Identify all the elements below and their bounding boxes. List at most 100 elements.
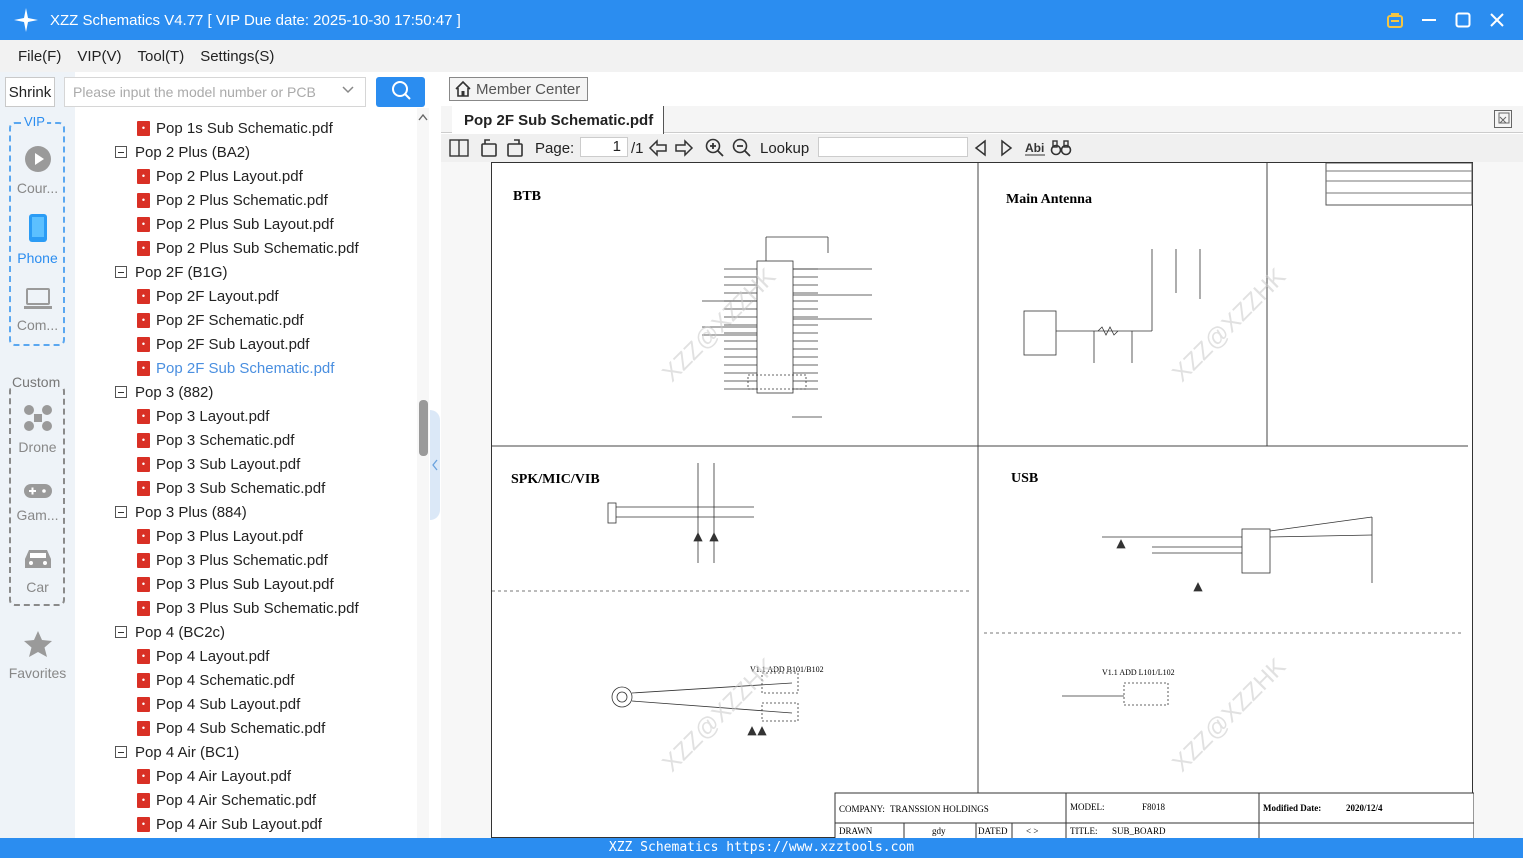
- tree-file[interactable]: •Pop 2F Sub Schematic.pdf: [137, 356, 334, 380]
- minimize-button[interactable]: [1417, 8, 1441, 32]
- tree-file[interactable]: •Pop 4 Sub Layout.pdf: [137, 692, 300, 716]
- menu-file[interactable]: File(F): [18, 47, 62, 65]
- tree-file[interactable]: •Pop 2 Plus Schematic.pdf: [137, 188, 328, 212]
- sidebar-item-computer[interactable]: Com...: [0, 288, 75, 333]
- close-tabs-icon[interactable]: [1494, 110, 1512, 128]
- maximize-button[interactable]: [1451, 8, 1475, 32]
- tree-file[interactable]: •Pop 4 Air Layout.pdf: [137, 764, 291, 788]
- tree-file[interactable]: •Pop 2 Plus Sub Layout.pdf: [137, 212, 334, 236]
- menu-vip[interactable]: VIP(V): [77, 47, 122, 65]
- tree-item-label: Pop 3 Layout.pdf: [156, 407, 270, 425]
- tree-group[interactable]: Pop 2F (B1G): [115, 260, 228, 284]
- pdf-file-icon: •: [137, 240, 150, 256]
- search-button[interactable]: [376, 77, 425, 107]
- tree-group[interactable]: Pop 3 (882): [115, 380, 213, 404]
- tree-file[interactable]: •Pop 2F Schematic.pdf: [137, 308, 304, 332]
- usb-drawing: [1102, 516, 1373, 592]
- tree-file[interactable]: •Pop 3 Sub Layout.pdf: [137, 452, 300, 476]
- tree-file[interactable]: •Pop 2F Layout.pdf: [137, 284, 279, 308]
- pdf-file-icon: •: [137, 192, 150, 208]
- pdf-file-icon: •: [137, 720, 150, 736]
- title-label: TITLE:: [1070, 826, 1098, 836]
- tree-file[interactable]: •Pop 1s Sub Schematic.pdf: [137, 116, 333, 140]
- tree-file[interactable]: •Pop 3 Plus Sub Layout.pdf: [137, 572, 334, 596]
- find-all-icon[interactable]: [1050, 137, 1072, 159]
- tree-file[interactable]: •Pop 3 Sub Schematic.pdf: [137, 476, 325, 500]
- scroll-up-icon[interactable]: [418, 112, 428, 124]
- sidebar-item-drone[interactable]: Drone: [0, 404, 75, 455]
- tree-file[interactable]: •Pop 2 Plus Layout.pdf: [137, 164, 303, 188]
- tree-file[interactable]: •Pop 4 Air Sub Layout.pdf: [137, 812, 322, 836]
- vip-bag-icon[interactable]: [1383, 8, 1407, 32]
- pdf-file-icon: •: [137, 552, 150, 568]
- tree-group[interactable]: Pop 3 Plus (884): [115, 500, 247, 524]
- svg-text:Abi: Abi: [1025, 141, 1044, 155]
- tree-file[interactable]: •Pop 3 Plus Schematic.pdf: [137, 548, 328, 572]
- collapse-panel-handle[interactable]: [430, 410, 440, 520]
- collapse-icon[interactable]: [115, 386, 127, 398]
- collapse-icon[interactable]: [115, 746, 127, 758]
- page-label: Page:: [535, 139, 575, 157]
- star-icon: [0, 630, 75, 661]
- sidebar-item-phone[interactable]: Phone: [0, 213, 75, 266]
- match-case-icon[interactable]: Abi: [1024, 137, 1046, 159]
- tree-file[interactable]: •Pop 3 Plus Sub Schematic.pdf: [137, 596, 359, 620]
- next-page-icon[interactable]: [674, 137, 694, 159]
- gamepad-icon: [0, 482, 75, 503]
- page-total: /1: [631, 139, 644, 157]
- search-placeholder: Please input the model number or PCB: [73, 84, 316, 100]
- sidebar-item-label: Drone: [18, 439, 57, 455]
- find-prev-icon[interactable]: [973, 137, 989, 159]
- prev-page-icon[interactable]: [648, 137, 668, 159]
- tree-file[interactable]: •Pop 2F Sub Layout.pdf: [137, 332, 309, 356]
- speaker-drawing: [607, 463, 754, 563]
- find-next-icon[interactable]: [998, 137, 1014, 159]
- sidebar-item-games[interactable]: Gam...: [0, 482, 75, 523]
- collapse-icon[interactable]: [115, 506, 127, 518]
- tab-document[interactable]: Pop 2F Sub Schematic.pdf: [452, 106, 664, 134]
- tree-file[interactable]: •Pop 2 Plus Sub Schematic.pdf: [137, 236, 359, 260]
- page-number-input[interactable]: 1: [580, 137, 628, 157]
- tree-file[interactable]: •Pop 4 Air Schematic.pdf: [137, 788, 316, 812]
- sidebar-item-courses[interactable]: Cour...: [0, 145, 75, 196]
- tree-item-label: Pop 2F Schematic.pdf: [156, 311, 304, 329]
- usb-filter-drawing: [1062, 682, 1169, 706]
- sidebar-toggle-icon[interactable]: [449, 137, 469, 159]
- sidebar-item-car[interactable]: Car: [0, 546, 75, 595]
- rotate-right-icon[interactable]: [505, 137, 525, 159]
- menu-settings[interactable]: Settings(S): [200, 47, 275, 65]
- rotate-left-icon[interactable]: [479, 137, 499, 159]
- tree-file[interactable]: •Pop 4 Sub Schematic.pdf: [137, 716, 325, 740]
- lookup-label: Lookup: [760, 139, 810, 157]
- watermark: XZZ@XZZHK: [1167, 263, 1291, 387]
- close-button[interactable]: [1485, 8, 1509, 32]
- tree-file[interactable]: •Pop 3 Layout.pdf: [137, 404, 269, 428]
- collapse-icon[interactable]: [115, 266, 127, 278]
- search-input[interactable]: Please input the model number or PCB: [64, 77, 366, 107]
- sidebar-item-label: Com...: [16, 317, 59, 333]
- tree-group[interactable]: Pop 2 Plus (BA2): [115, 140, 250, 164]
- zoom-out-icon[interactable]: [732, 137, 752, 159]
- zoom-in-icon[interactable]: [705, 137, 725, 159]
- menu-tool[interactable]: Tool(T): [137, 47, 185, 65]
- tree-item-label: Pop 4 Air (BC1): [135, 743, 240, 761]
- member-center-button[interactable]: Member Center: [449, 77, 588, 101]
- tree-item-label: Pop 4 Layout.pdf: [156, 647, 270, 665]
- tree-group[interactable]: Pop 4 Air (BC1): [115, 740, 239, 764]
- tree-file[interactable]: •Pop 3 Plus Layout.pdf: [137, 524, 303, 548]
- tree-file[interactable]: •Pop 4 Schematic.pdf: [137, 668, 294, 692]
- tree-file[interactable]: •Pop 4 Layout.pdf: [137, 644, 269, 668]
- sidebar-item-favorites[interactable]: Favorites: [0, 630, 75, 681]
- shrink-button[interactable]: Shrink: [5, 77, 55, 107]
- lookup-input[interactable]: [818, 137, 968, 157]
- vip-label: VIP: [22, 114, 47, 129]
- chevron-down-icon[interactable]: [341, 82, 355, 99]
- tree-file[interactable]: •Pop 3 Schematic.pdf: [137, 428, 294, 452]
- tree-scrollbar-thumb[interactable]: [419, 400, 428, 456]
- tree-group[interactable]: Pop 4 (BC2c): [115, 620, 225, 644]
- collapse-icon[interactable]: [115, 146, 127, 158]
- collapse-icon[interactable]: [115, 626, 127, 638]
- pdf-file-icon: •: [137, 768, 150, 784]
- tree-scrollbar[interactable]: [417, 108, 429, 838]
